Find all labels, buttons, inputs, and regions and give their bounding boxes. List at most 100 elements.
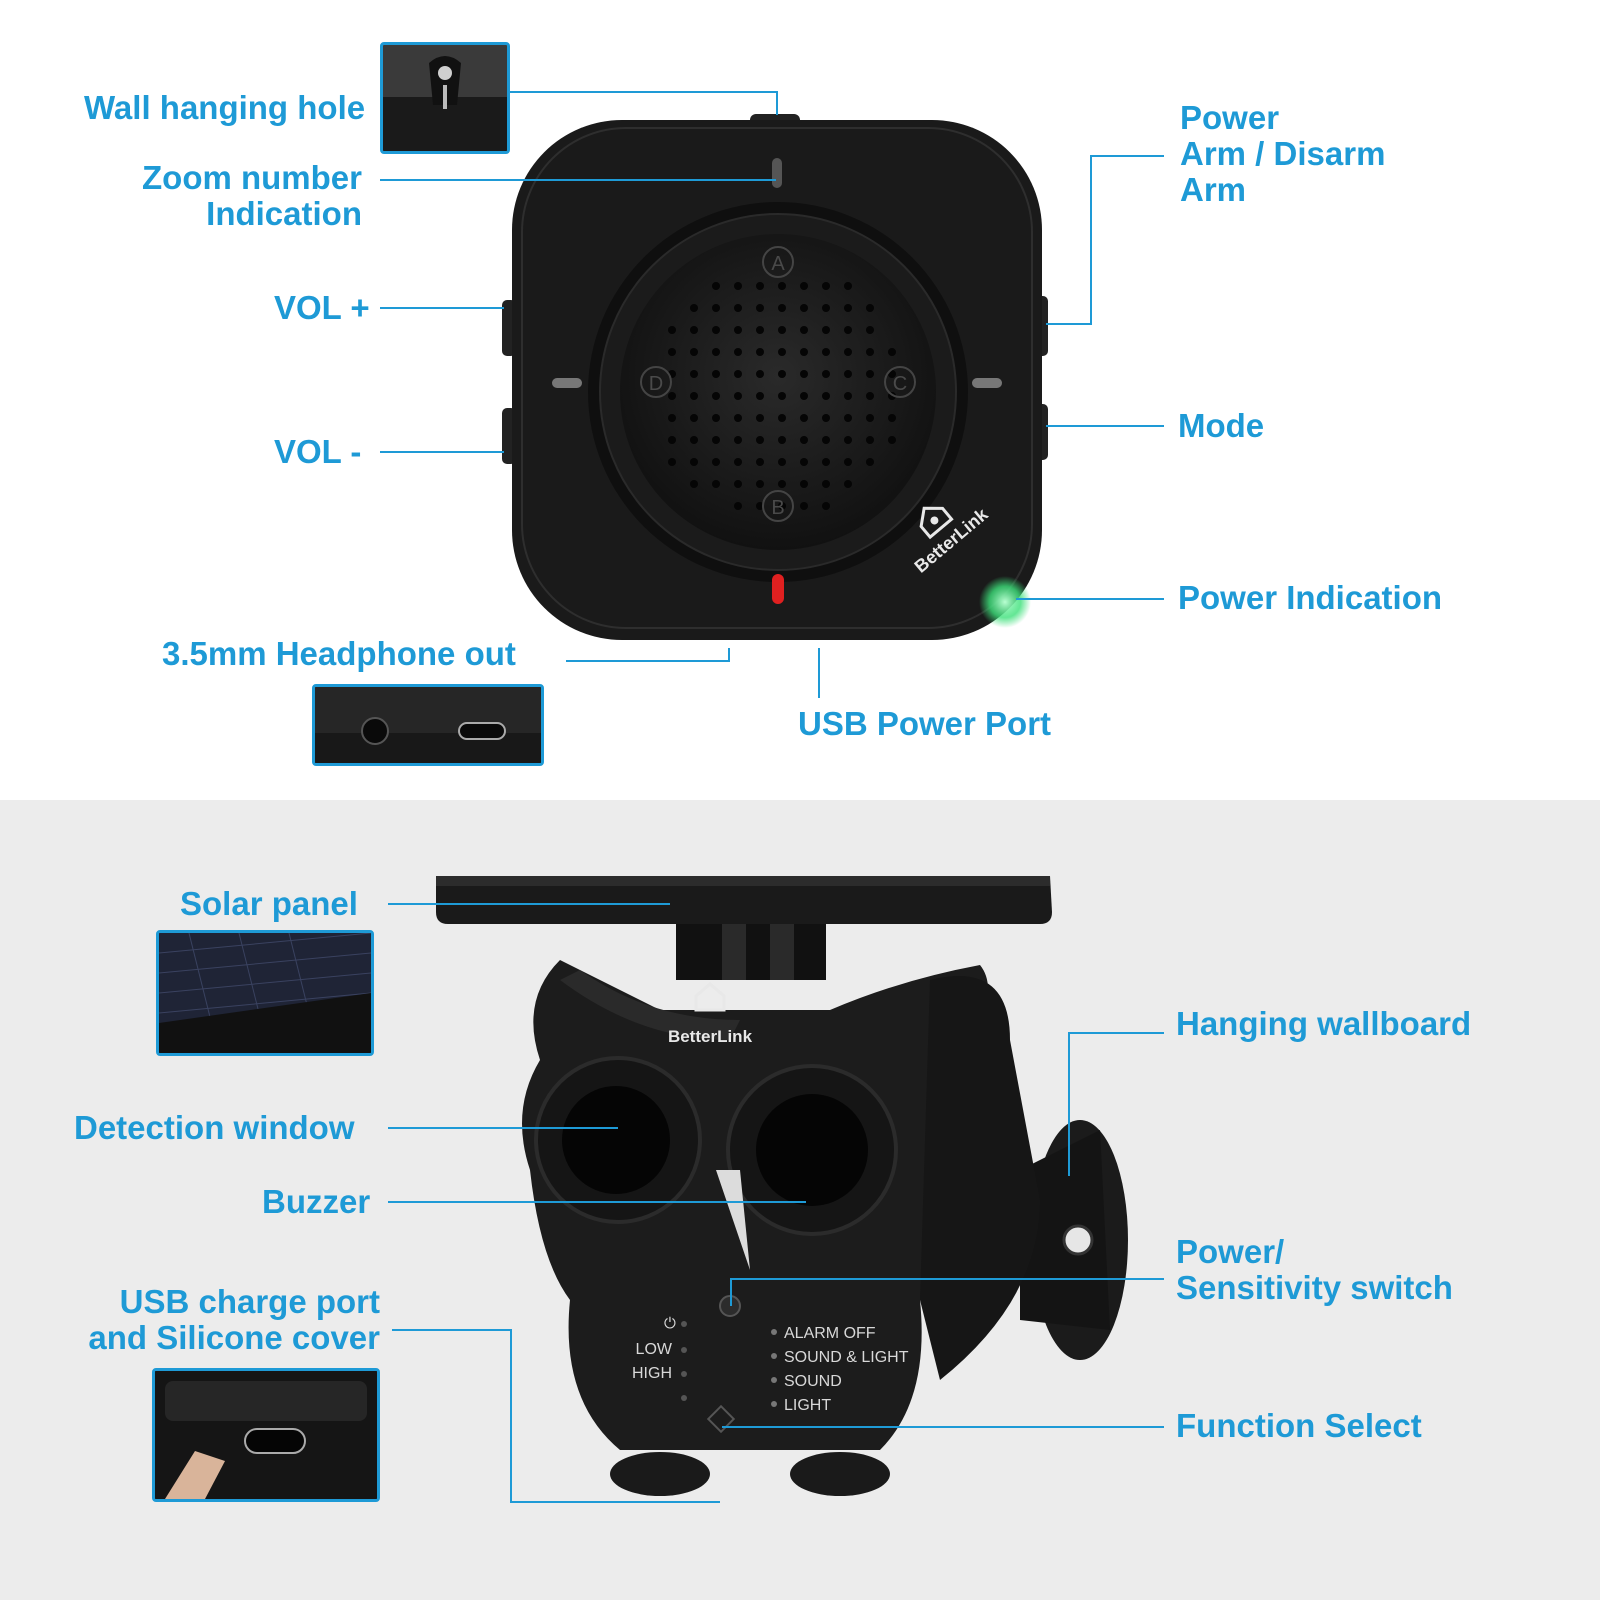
grille-hole (734, 370, 742, 378)
grille-hole (844, 414, 852, 422)
grille-hole (756, 348, 764, 356)
grille-hole (712, 458, 720, 466)
grille-hole (866, 392, 874, 400)
grille-hole (800, 502, 808, 510)
grille-hole (756, 480, 764, 488)
grille-hole (668, 458, 676, 466)
solar-panel-inset (156, 930, 374, 1056)
grille-hole (734, 326, 742, 334)
leader-function-select (722, 1426, 1164, 1428)
grille-hole (844, 348, 852, 356)
grille-hole (822, 304, 830, 312)
grille-hole (734, 282, 742, 290)
label-vol-plus: VOL + (274, 289, 370, 326)
red-status-light (772, 574, 784, 604)
label-function-select: Function Select (1176, 1407, 1422, 1444)
grille-hole (778, 304, 786, 312)
grille-hole (756, 458, 764, 466)
wallboard-hole (1062, 1224, 1094, 1256)
grille-hole (800, 480, 808, 488)
headphone-jack-icon (361, 717, 389, 745)
label-detection-window: Detection window (74, 1109, 355, 1146)
grille-hole (712, 414, 720, 422)
grille-hole (712, 436, 720, 444)
usb-charge-inset (152, 1368, 380, 1502)
label-zoom-number: Zoom number Indication (60, 160, 362, 232)
grille-hole (734, 392, 742, 400)
label-power: Power (1180, 99, 1280, 136)
grille-hole (734, 304, 742, 312)
grille-hole (778, 348, 786, 356)
function-select-button (706, 1404, 736, 1434)
grille-hole (712, 370, 720, 378)
leader-vol-plus (380, 307, 504, 309)
grille-hole (756, 392, 764, 400)
power-symbol: ⏻ (664, 1315, 676, 1332)
grille-hole (866, 326, 874, 334)
leader-power-sensitivity (730, 1278, 1164, 1280)
function-sound-light: SOUND & LIGHT (784, 1349, 909, 1366)
leader-headphone (566, 660, 730, 662)
grille-hole (690, 458, 698, 466)
grille-hole (668, 326, 676, 334)
grille-hole (690, 414, 698, 422)
label-power-group: Power Arm / Disarm Arm (1180, 100, 1385, 208)
power-indication-light (979, 576, 1031, 628)
grille-hole (756, 326, 764, 334)
label-power-sensitivity-line-1: Power/ (1176, 1233, 1285, 1270)
grille-hole (756, 502, 764, 510)
grille-hole (866, 304, 874, 312)
zone-b-label: B (771, 497, 784, 519)
label-solar-panel: Solar panel (180, 885, 358, 922)
owl-brand-text: BetterLink (668, 1027, 753, 1046)
owl-right-foot (790, 1452, 890, 1496)
grille-hole (800, 414, 808, 422)
grille-hole (690, 304, 698, 312)
grille-hole (822, 480, 830, 488)
grille-hole (734, 348, 742, 356)
grille-hole (822, 502, 830, 510)
grille-hole (778, 414, 786, 422)
leader-solar (388, 903, 670, 905)
grille-hole (844, 326, 852, 334)
grille-hole (822, 370, 830, 378)
label-usb-charge: USB charge port and Silicone cover (40, 1284, 380, 1356)
label-zoom-line-1: Zoom number (142, 159, 362, 196)
label-zoom-line-2: Indication (206, 195, 362, 232)
left-indicator-light (552, 378, 582, 388)
grille-hole (800, 436, 808, 444)
grille-hole (778, 458, 786, 466)
usb-charge-port-icon (244, 1428, 306, 1454)
label-buzzer: Buzzer (262, 1183, 371, 1220)
grille-hole (822, 392, 830, 400)
leader-power-indication (1016, 598, 1164, 600)
grille-hole (822, 348, 830, 356)
leader-vol-minus (380, 451, 504, 453)
label-wall-hanging-hole: Wall hanging hole (84, 89, 366, 126)
leader-detection (388, 1127, 618, 1129)
grille-hole (866, 370, 874, 378)
label-vol-minus: VOL - (274, 433, 362, 470)
label-arm: Arm (1180, 171, 1247, 208)
grille-hole (712, 326, 720, 334)
grille-hole (778, 392, 786, 400)
leader-wallboard (1068, 1032, 1164, 1034)
grille-hole (712, 480, 720, 488)
grille-hole (844, 480, 852, 488)
label-headphone-out: 3.5mm Headphone out (162, 635, 516, 672)
leader-usb-charge (392, 1329, 512, 1331)
label-arm-disarm: Arm / Disarm (1180, 135, 1386, 172)
grille-hole (690, 370, 698, 378)
grille-hole (734, 480, 742, 488)
grille-hole (778, 502, 786, 510)
grille-hole (712, 304, 720, 312)
leader-mode (1046, 425, 1164, 427)
speaker-grille (620, 234, 936, 550)
grille-hole (800, 392, 808, 400)
zone-d-label: D (649, 373, 663, 395)
label-power-indication: Power Indication (1178, 579, 1443, 616)
leader-buzzer (388, 1201, 806, 1203)
grille-hole (844, 392, 852, 400)
grille-hole (756, 414, 764, 422)
